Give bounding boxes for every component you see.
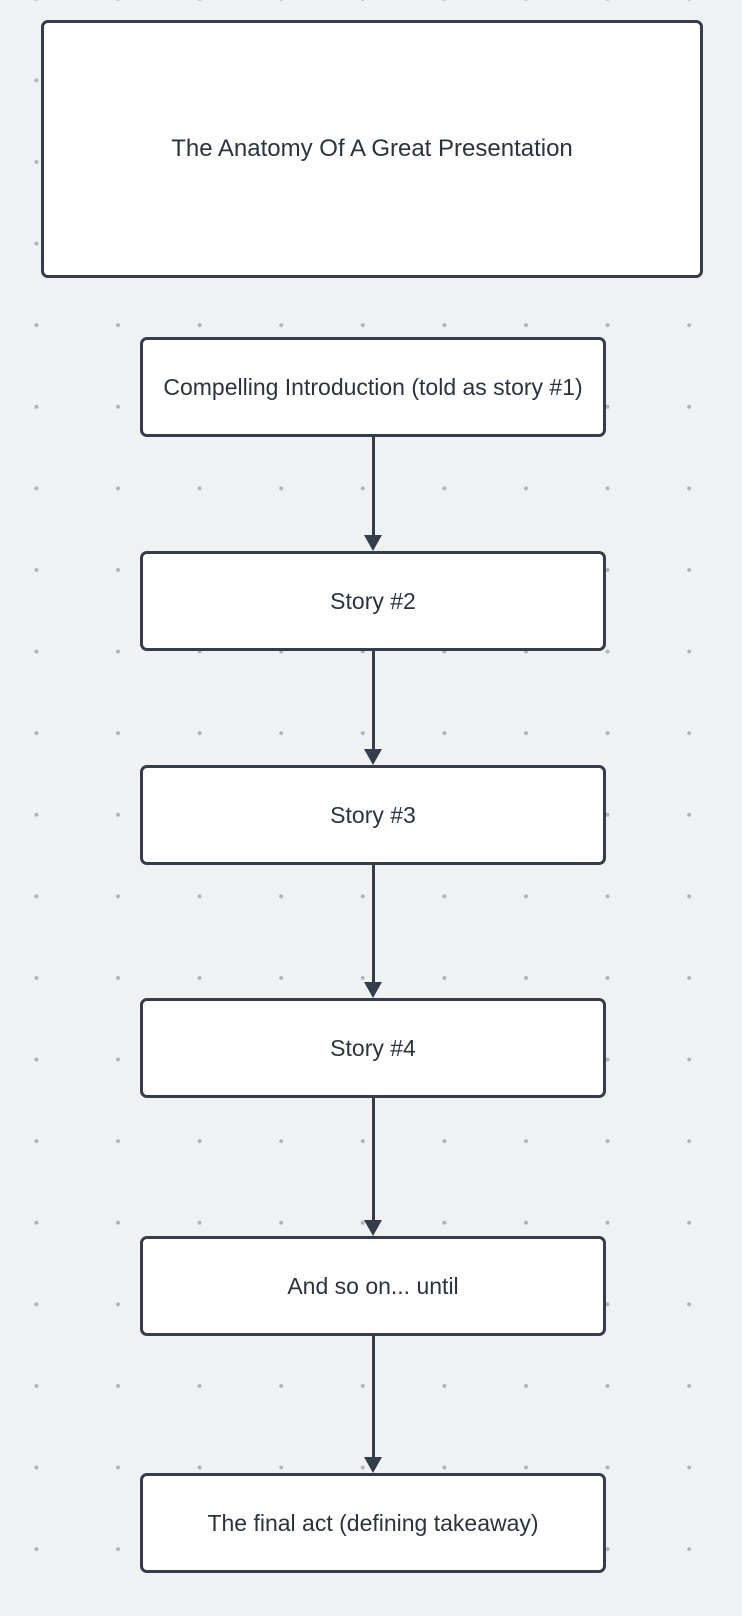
flowchart-box-label: Compelling Introduction (told as story #…: [163, 373, 583, 400]
arrowhead-down-icon: [364, 1220, 382, 1236]
connector-arrow-1[interactable]: [364, 437, 382, 551]
connector-line: [371, 1336, 375, 1457]
flowchart-title-label: The Anatomy Of A Great Presentation: [171, 135, 573, 162]
flowchart-box-label: And so on... until: [287, 1272, 459, 1299]
arrowhead-down-icon: [364, 749, 382, 765]
flowchart-box-label: The final act (defining takeaway): [207, 1509, 539, 1536]
connector-line: [371, 651, 375, 749]
arrowhead-down-icon: [364, 1457, 382, 1473]
flowchart-box-introduction[interactable]: Compelling Introduction (told as story #…: [140, 337, 606, 437]
connector-line: [371, 865, 375, 982]
flowchart-box-story-3[interactable]: Story #3: [140, 765, 606, 865]
connector-arrow-4[interactable]: [364, 1098, 382, 1236]
connector-line: [371, 437, 375, 535]
flowchart-box-final-act[interactable]: The final act (defining takeaway): [140, 1473, 606, 1573]
arrowhead-down-icon: [364, 982, 382, 998]
connector-arrow-3[interactable]: [364, 865, 382, 998]
flowchart-box-story-4[interactable]: Story #4: [140, 998, 606, 1098]
connector-arrow-5[interactable]: [364, 1336, 382, 1473]
flowchart-box-label: Story #2: [330, 587, 416, 614]
flowchart-title-box[interactable]: The Anatomy Of A Great Presentation: [41, 20, 703, 278]
flowchart-box-and-so-on[interactable]: And so on... until: [140, 1236, 606, 1336]
connector-line: [371, 1098, 375, 1220]
arrowhead-down-icon: [364, 535, 382, 551]
flowchart-box-label: Story #4: [330, 1034, 416, 1061]
connector-arrow-2[interactable]: [364, 651, 382, 765]
flowchart-box-label: Story #3: [330, 801, 416, 828]
flowchart-box-story-2[interactable]: Story #2: [140, 551, 606, 651]
